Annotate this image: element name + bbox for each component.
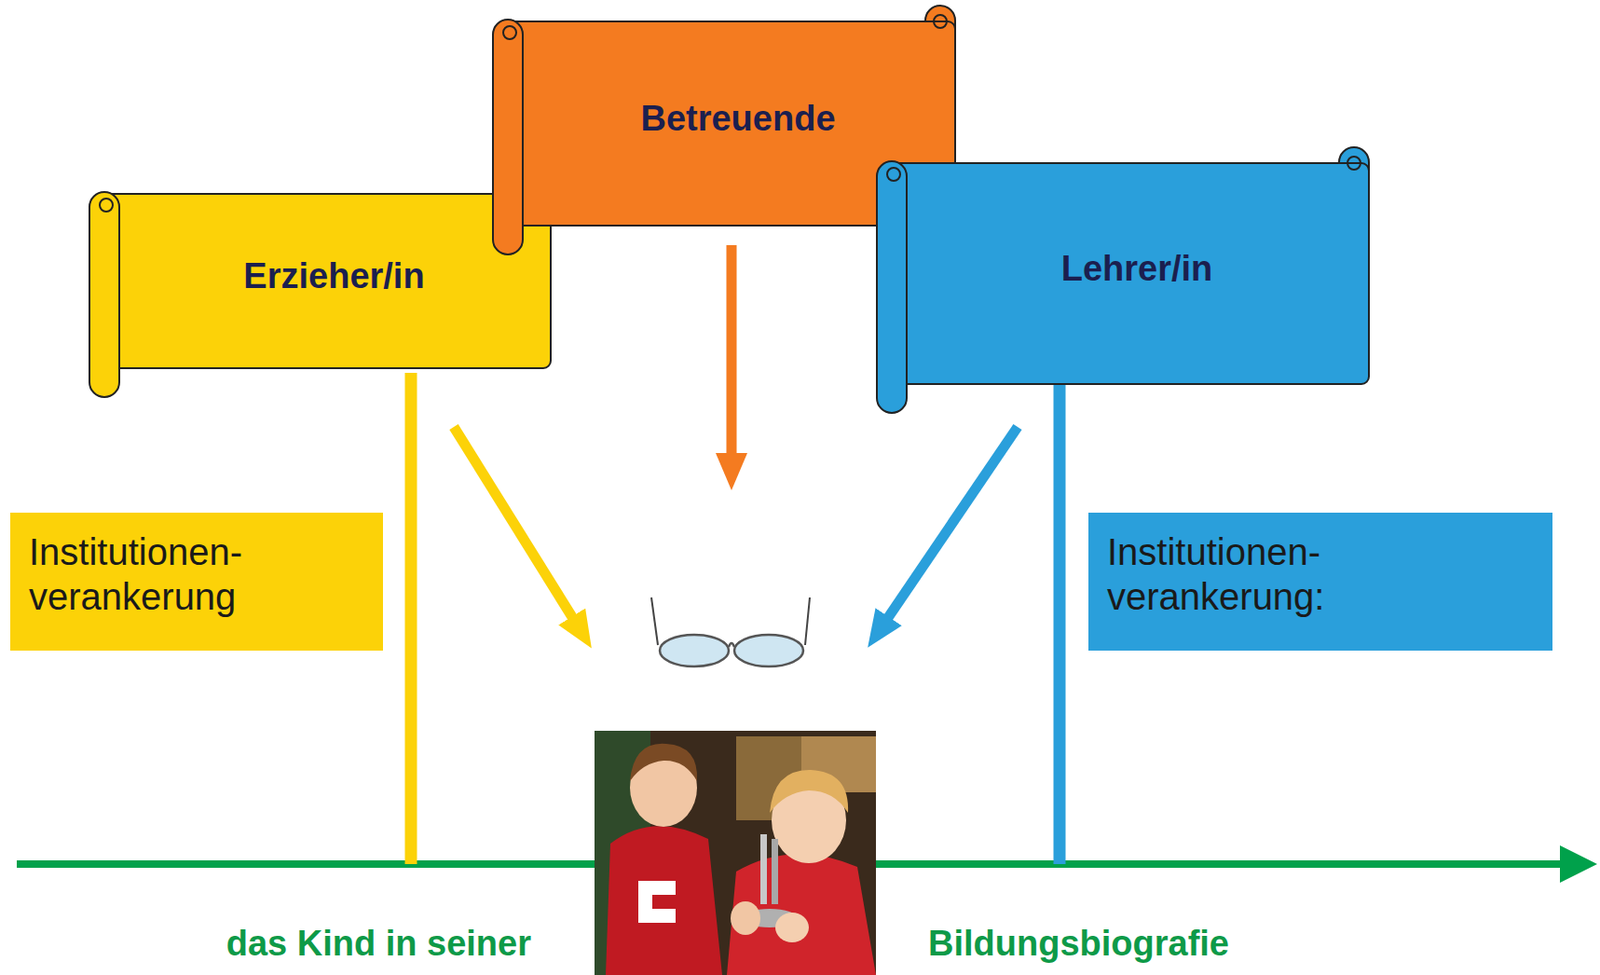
view-arrow bbox=[726, 245, 738, 463]
scroll-body: Erzieher/in bbox=[125, 199, 543, 354]
timeline-label: das Kind in seiner bbox=[224, 922, 534, 966]
timeline-label: Bildungsbiografie bbox=[926, 922, 1231, 966]
view-arrow bbox=[453, 426, 577, 625]
box-text: Institutionen- verankerung bbox=[28, 529, 309, 619]
anchor-line bbox=[405, 372, 418, 864]
view-arrow bbox=[883, 426, 1018, 625]
info-box: Institutionen- verankerung: bbox=[1088, 512, 1553, 651]
scroll-body: Lehrer/in bbox=[913, 168, 1361, 370]
children-photo bbox=[594, 730, 876, 975]
glasses-icon bbox=[651, 597, 810, 667]
anchor-line bbox=[1053, 379, 1067, 864]
role-title: Erzieher/in bbox=[243, 255, 424, 299]
role-title: Betreuende bbox=[640, 97, 835, 141]
info-box: Institutionen- verankerung bbox=[10, 512, 383, 651]
box-text: Institutionen- verankerung: bbox=[1107, 529, 1387, 619]
role-title: Lehrer/in bbox=[1061, 247, 1214, 291]
role-scroll: Lehrer/in bbox=[875, 146, 1370, 414]
role-scroll: Erzieher/in bbox=[88, 177, 552, 398]
